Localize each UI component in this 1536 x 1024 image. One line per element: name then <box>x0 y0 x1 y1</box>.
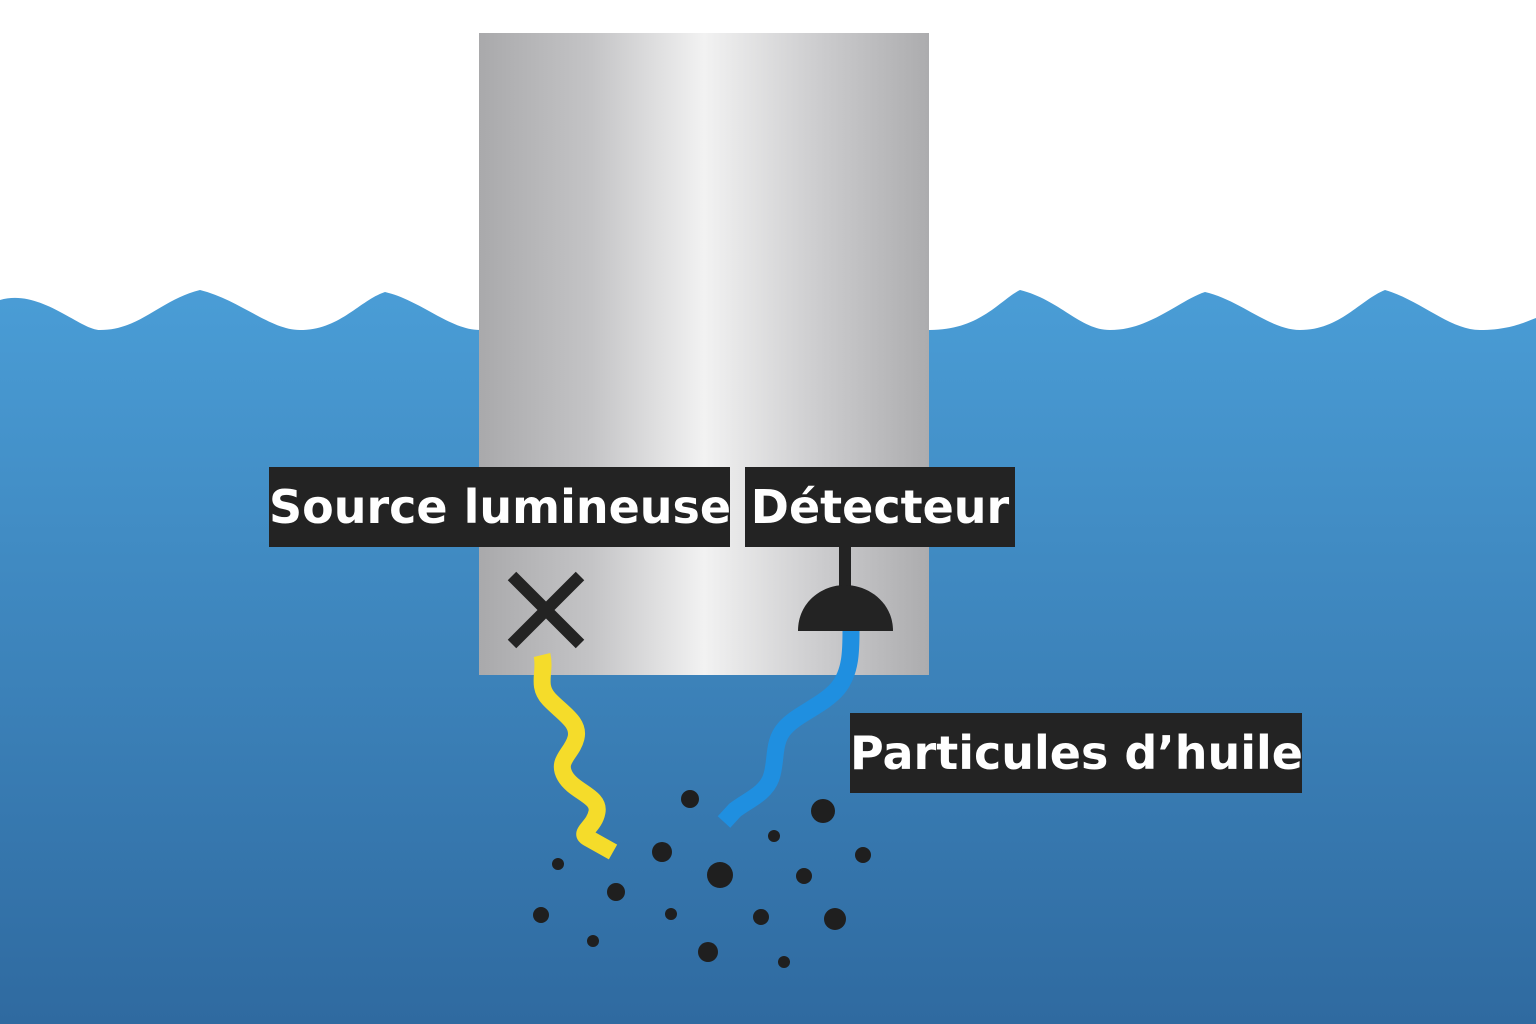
oil-particle <box>824 908 846 930</box>
probe-body <box>479 33 929 675</box>
oil-particle <box>753 909 769 925</box>
detector-label: Détecteur <box>745 467 1015 547</box>
oil-particle <box>855 847 871 863</box>
oil-particle <box>665 908 677 920</box>
oil-particles <box>533 790 871 968</box>
oil-particle <box>768 830 780 842</box>
wavy-blue-beam <box>717 630 860 828</box>
x-cross-icon <box>507 571 585 649</box>
oil-particle <box>533 907 549 923</box>
oil-particle <box>778 956 790 968</box>
oil-particle <box>811 799 835 823</box>
oil-particle <box>652 842 672 862</box>
oil-particle <box>707 862 733 888</box>
oil-particle <box>587 935 599 947</box>
oil-particle <box>698 942 718 962</box>
oil-particle <box>552 858 564 870</box>
wavy-yellow-beam <box>533 653 618 860</box>
oil-particles-label: Particules d’huile <box>850 713 1303 793</box>
oil-particle <box>796 868 812 884</box>
oil-particle <box>607 883 625 901</box>
light-source-label: Source lumineuse <box>269 467 731 547</box>
oil-particle <box>681 790 699 808</box>
dome-detector-icon <box>798 547 893 631</box>
